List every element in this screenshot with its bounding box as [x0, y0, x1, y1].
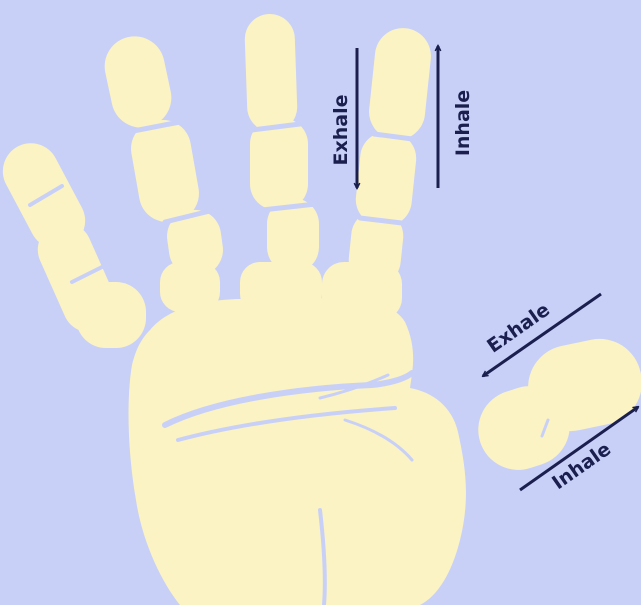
ring-finger — [99, 31, 226, 312]
little-finger — [0, 133, 146, 348]
middle-finger — [240, 13, 322, 314]
palm — [129, 298, 466, 605]
index-finger — [322, 25, 434, 320]
thumb-exhale-label: Exhale — [483, 299, 554, 358]
finger-exhale-label: Exhale — [330, 95, 352, 166]
finger-inhale-label: Inhale — [452, 90, 474, 156]
